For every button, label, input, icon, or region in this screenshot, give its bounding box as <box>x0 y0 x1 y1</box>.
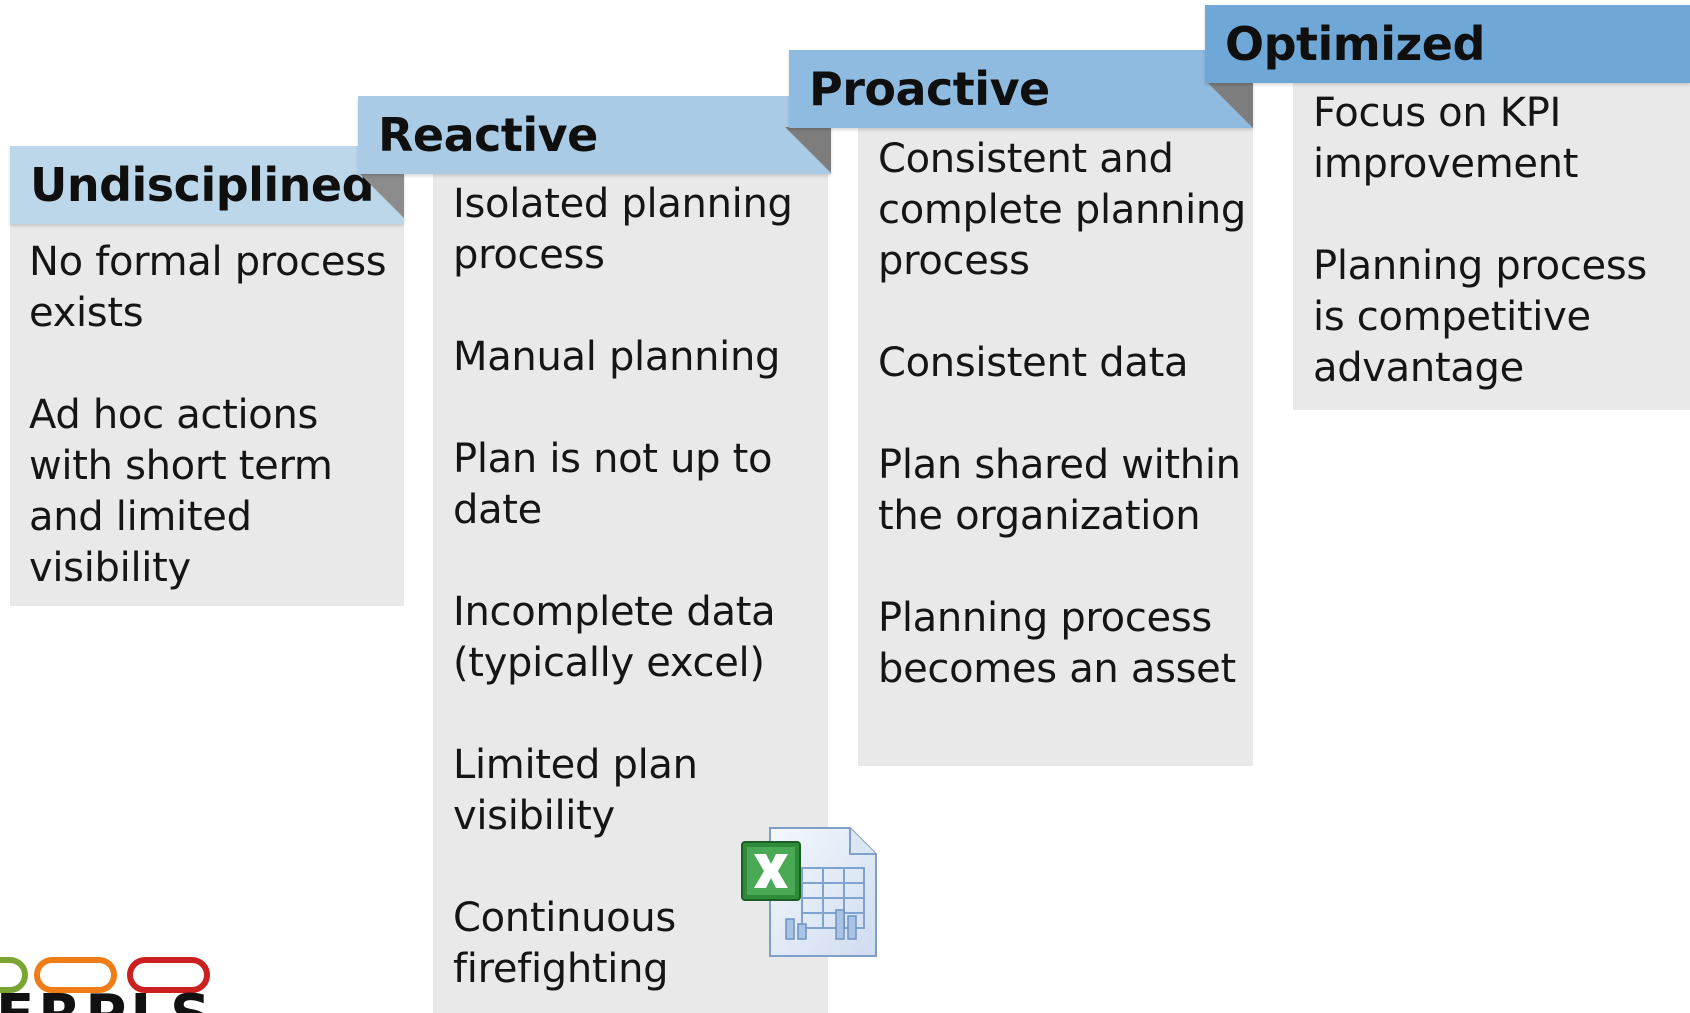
stage-header-optimized: Optimized <box>1205 5 1690 83</box>
stage-item: Limited plan visibility <box>453 742 698 839</box>
svg-text:ERPLS: ERPLS <box>0 983 210 1013</box>
stage-body-optimized: Focus on KPI improvement Planning proces… <box>1293 82 1690 410</box>
stage-header-undisciplined: Undisciplined <box>10 146 404 224</box>
stage-title: Optimized <box>1225 17 1485 71</box>
stage-item: Plan shared within the organization <box>878 442 1241 539</box>
stage-item: Consistent and complete planning process <box>878 136 1247 284</box>
stage-item: Incomplete data (typically excel) <box>453 589 776 686</box>
stage-item: Manual planning <box>453 334 781 380</box>
stage-item: No formal process exists <box>29 239 387 336</box>
ribbon-fold <box>358 172 404 218</box>
stage-item: Focus on KPI improvement <box>1313 90 1579 187</box>
stage-item: Planning process is competitive advantag… <box>1313 243 1647 391</box>
stage-item: Plan is not up to date <box>453 436 773 533</box>
company-logo: ERPLS <box>0 954 210 1013</box>
stage-item: Ad hoc actions with short term and limit… <box>29 392 333 591</box>
stage-item: Continuous firefighting <box>453 895 676 992</box>
stage-item: Consistent data <box>878 340 1189 386</box>
stage-title: Proactive <box>809 62 1050 116</box>
stage-body-proactive: Consistent and complete planning process… <box>858 128 1253 766</box>
excel-spreadsheet-icon <box>741 827 877 957</box>
stage-title: Undisciplined <box>30 158 375 212</box>
stage-item: Isolated planning process <box>453 181 793 278</box>
stage-body-reactive: Isolated planning process Manual plannin… <box>433 174 828 1013</box>
stage-header-proactive: Proactive <box>789 50 1253 128</box>
ribbon-fold <box>1207 82 1253 128</box>
stage-body-undisciplined: No formal process exists Ad hoc actions … <box>10 222 404 606</box>
stage-header-reactive: Reactive <box>358 96 831 174</box>
ribbon-fold <box>785 127 831 173</box>
stage-title: Reactive <box>378 108 598 162</box>
stage-item: Planning process becomes an asset <box>878 595 1236 692</box>
